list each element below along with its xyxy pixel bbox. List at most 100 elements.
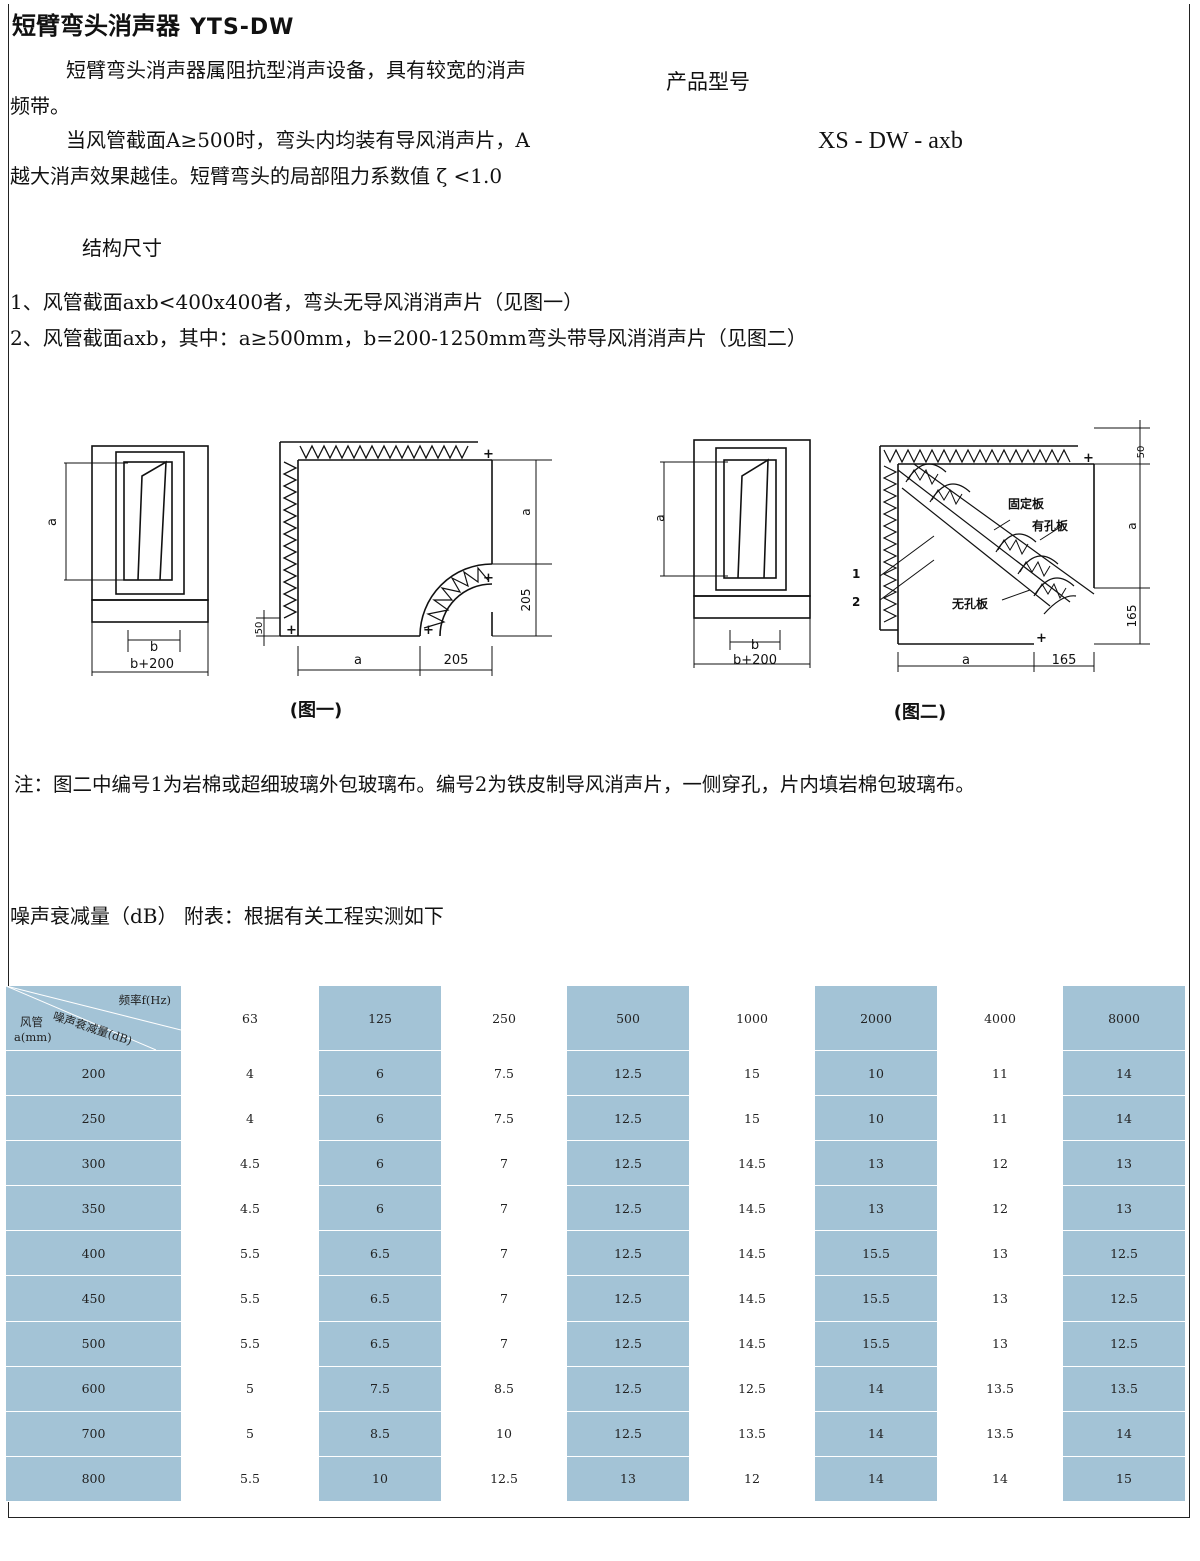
fig2-dim-165-vertical: 165 — [1125, 605, 1139, 628]
attenuation-cell: 11 — [937, 1095, 1063, 1142]
attenuation-cell: 10 — [815, 1095, 937, 1142]
attenuation-cell: 12.5 — [567, 1411, 689, 1457]
attenuation-cell: 15.5 — [815, 1230, 937, 1277]
attenuation-cell: 13 — [1063, 1140, 1185, 1187]
duct-size-cell: 400 — [6, 1230, 181, 1277]
attenuation-cell: 12.5 — [1063, 1321, 1185, 1367]
model-code: XS - DW - axb — [818, 128, 963, 154]
corner-duct-label: 风管 — [20, 1015, 43, 1029]
attenuation-cell: 7 — [441, 1275, 567, 1322]
svg-text:+: + — [286, 623, 297, 638]
svg-text:+: + — [483, 447, 494, 462]
attenuation-cell: 12.5 — [567, 1366, 689, 1412]
duct-size-cell: 800 — [6, 1456, 181, 1502]
table-header-row: 频率f(Hz) 噪声衰减量(dB) 风管 a(mm) 63 125 250 50… — [6, 986, 1185, 1051]
fig2-dim-a-left: a — [653, 514, 667, 521]
attenuation-cell: 13.5 — [937, 1366, 1063, 1412]
attenuation-cell: 8.5 — [441, 1366, 567, 1412]
attenuation-cell: 11 — [937, 1050, 1063, 1097]
attenuation-cell: 4.5 — [181, 1185, 319, 1232]
fig2-dim-165-horizontal: 165 — [1052, 653, 1077, 668]
fig2-dim-b: b — [751, 638, 759, 653]
svg-text:+: + — [423, 623, 434, 638]
attenuation-cell: 15 — [1063, 1456, 1185, 1502]
attenuation-cell: 13 — [1063, 1185, 1185, 1232]
attenuation-cell: 7 — [441, 1230, 567, 1277]
fig2-dim-a-bottom: a — [962, 653, 970, 668]
fig1-caption: (图一) — [290, 700, 342, 721]
attenuation-cell: 5.5 — [181, 1321, 319, 1367]
fig1-dim-50: 50 — [254, 622, 265, 635]
fig2-label-1: 1 — [852, 567, 860, 581]
intro-line-2: 频带。 — [10, 94, 70, 118]
intro-line-3: 当风管截面A≥500时，弯头内均装有导风消声片，A — [66, 128, 530, 152]
corner-freq-label: 频率f(Hz) — [118, 993, 171, 1007]
fig1-dim-b200: b+200 — [130, 657, 174, 672]
attenuation-cell: 12 — [937, 1140, 1063, 1187]
attenuation-cell: 14.5 — [689, 1185, 815, 1232]
attenuation-cell: 10 — [441, 1411, 567, 1457]
attenuation-cell: 10 — [815, 1050, 937, 1097]
fig2-dim-50: 50 — [1136, 446, 1147, 459]
freq-header: 500 — [567, 986, 689, 1051]
duct-size-cell: 700 — [6, 1411, 181, 1457]
attenuation-cell: 14 — [1063, 1095, 1185, 1142]
fig1-side-section: + + + + — [256, 441, 552, 676]
fig1-dim-205-horizontal: 205 — [444, 653, 469, 668]
intro-line-4: 越大消声效果越佳。短臂弯头的局部阻力系数值 ζ <1.0 — [10, 164, 503, 188]
attenuation-cell: 12.5 — [567, 1095, 689, 1142]
table-caption: 噪声衰减量（dB） 附表：根据有关工程实测如下 — [10, 904, 444, 928]
attenuation-cell: 13.5 — [689, 1411, 815, 1457]
fig2-caption: (图二) — [894, 702, 946, 723]
fig1-dim-a-left: a — [45, 518, 60, 526]
structure-item-2: 2、风管截面axb，其中：a≥500mm，b=200-1250mm弯头带导风消消… — [10, 326, 807, 350]
attenuation-cell: 8.5 — [319, 1411, 441, 1457]
attenuation-cell: 12.5 — [567, 1230, 689, 1277]
fig2-dim-a-right: a — [1125, 522, 1139, 529]
attenuation-cell: 6.5 — [319, 1321, 441, 1367]
attenuation-cell: 4.5 — [181, 1140, 319, 1187]
fig1-dim-b: b — [150, 640, 158, 655]
attenuation-cell: 12.5 — [689, 1366, 815, 1412]
attenuation-cell: 4 — [181, 1050, 319, 1097]
attenuation-cell: 7.5 — [441, 1095, 567, 1142]
intro-line-1: 短臂弯头消声器属阻抗型消声设备，具有较宽的消声 — [66, 58, 526, 82]
fig2-label-fixed-plate: 固定板 — [1008, 496, 1045, 511]
attenuation-cell: 12.5 — [567, 1275, 689, 1322]
attenuation-cell: 7 — [441, 1185, 567, 1232]
duct-size-cell: 250 — [6, 1095, 181, 1142]
attenuation-cell: 5 — [181, 1366, 319, 1412]
corner-diagonals — [6, 986, 181, 1050]
attenuation-cell: 7 — [441, 1321, 567, 1367]
attenuation-cell: 14 — [815, 1366, 937, 1412]
table-corner-cell: 频率f(Hz) 噪声衰减量(dB) 风管 a(mm) — [6, 986, 181, 1051]
attenuation-cell: 13 — [567, 1456, 689, 1502]
attenuation-cell: 14 — [1063, 1411, 1185, 1457]
duct-size-cell: 500 — [6, 1321, 181, 1367]
freq-header: 8000 — [1063, 986, 1185, 1051]
attenuation-cell: 5 — [181, 1411, 319, 1457]
svg-text:+: + — [483, 571, 494, 586]
corner-unit-label: a(mm) — [14, 1030, 52, 1044]
svg-text:+: + — [1083, 451, 1094, 466]
attenuation-cell: 6.5 — [319, 1230, 441, 1277]
attenuation-cell: 12.5 — [567, 1185, 689, 1232]
page-frame — [8, 4, 1190, 1518]
fig2-side-section: + + — [879, 420, 1150, 672]
fig2-dim-b200: b+200 — [733, 653, 777, 668]
duct-size-cell: 450 — [6, 1275, 181, 1322]
attenuation-cell: 12 — [937, 1185, 1063, 1232]
attenuation-cell: 10 — [319, 1456, 441, 1502]
note-text: 注：图二中编号1为岩棉或超细玻璃外包玻璃布。编号2为铁皮制导风消声片，一侧穿孔，… — [14, 773, 975, 796]
svg-text:+: + — [1036, 631, 1047, 646]
attenuation-cell: 12.5 — [1063, 1275, 1185, 1322]
fig1-dim-a-bottom: a — [354, 653, 362, 668]
attenuation-cell: 12.5 — [567, 1321, 689, 1367]
